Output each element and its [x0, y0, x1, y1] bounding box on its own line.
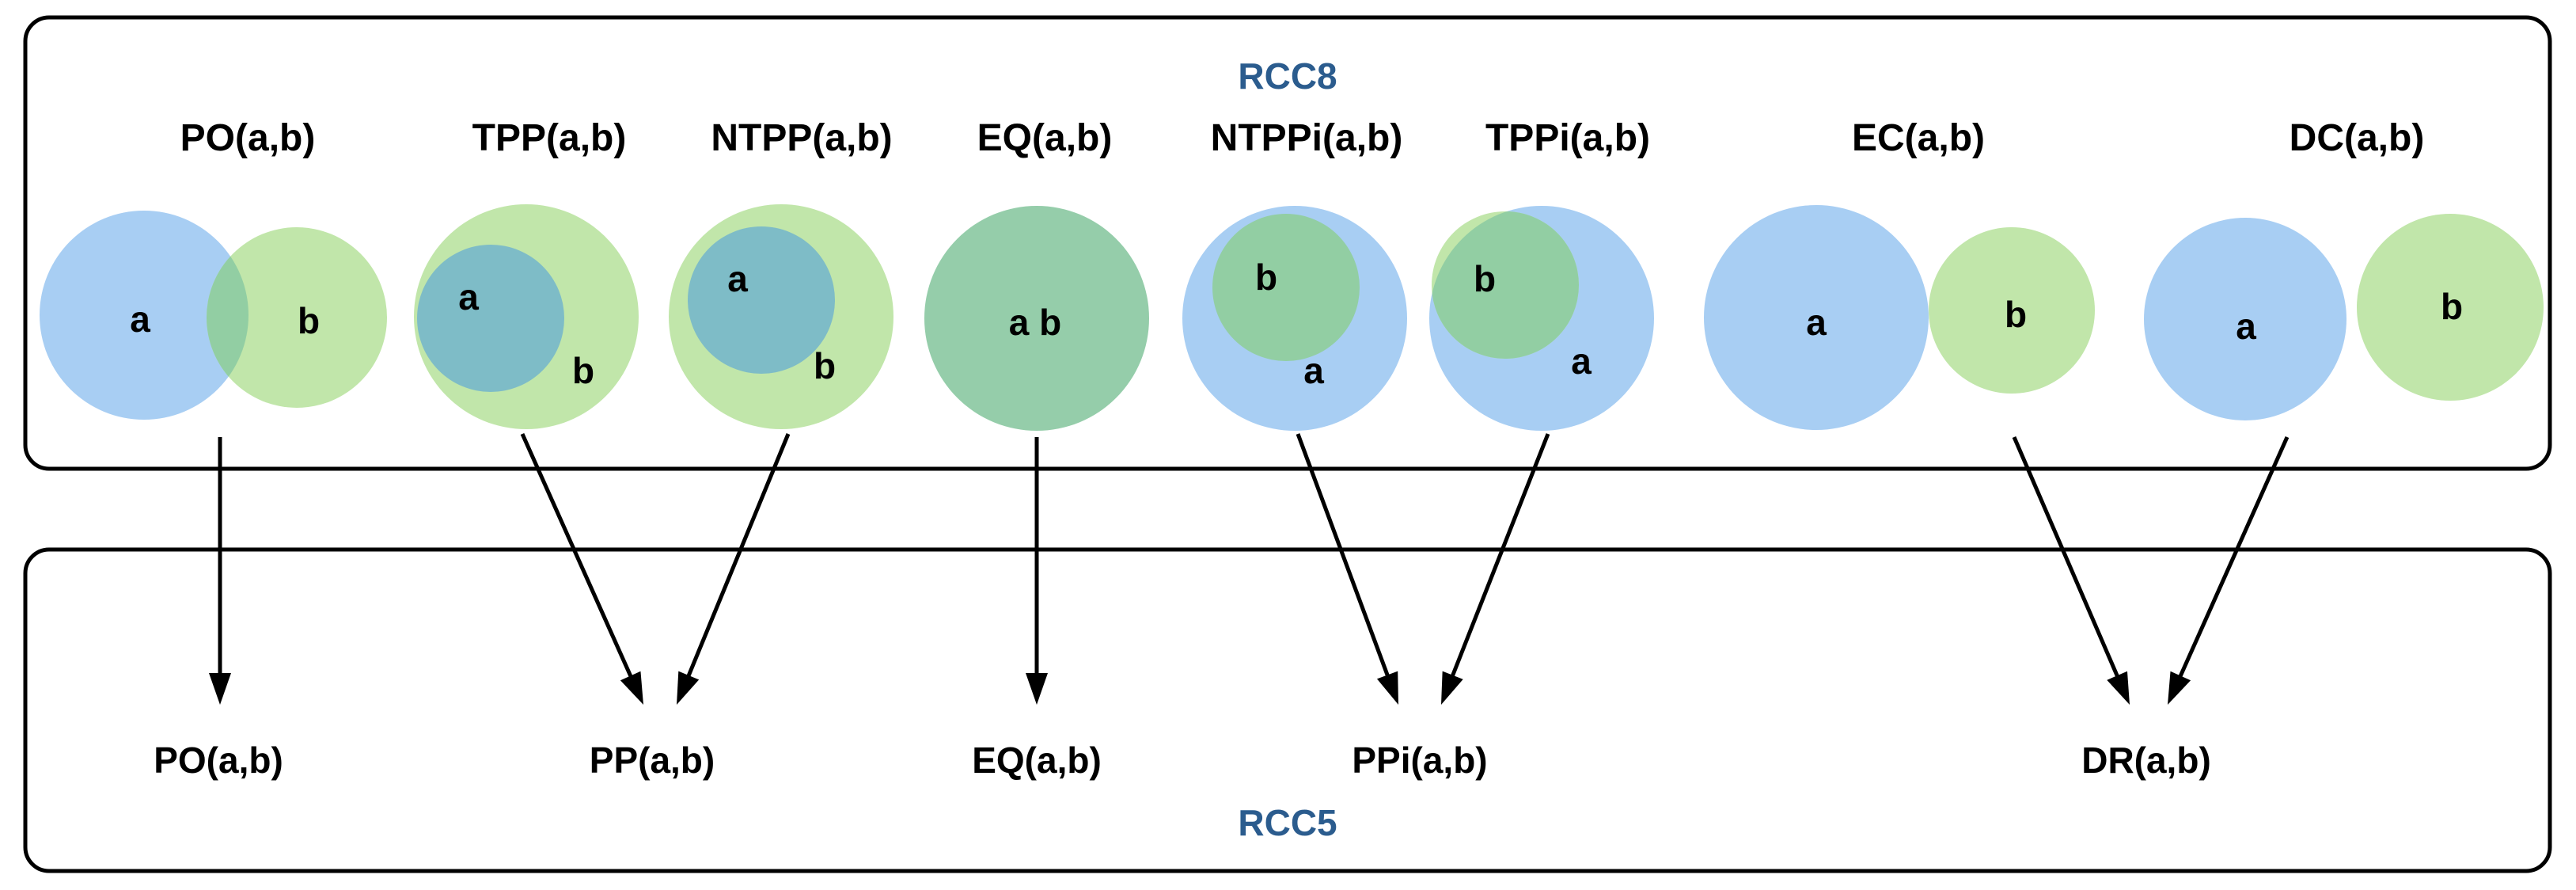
arrow-tppi-to-ppi5: [1441, 433, 1550, 705]
arrowhead-icon: [2168, 671, 2191, 705]
arrow-ec-to-dr5: [2012, 436, 2130, 705]
arrowhead-icon: [209, 673, 231, 705]
rcc8-relations: PO(a,b) a b TPP(a,b) a b NTPP(a,b) a b EQ(a,b) a b…: [40, 117, 2544, 431]
rcc8-relation-ntppi: NTPPi(a,b) b a: [1182, 117, 1407, 431]
arrow-shaft: [520, 432, 635, 683]
rcc8-relation-tppi-label: TPPi(a,b): [1485, 117, 1650, 159]
arrowhead-icon: [1441, 671, 1463, 705]
arrowhead-icon: [677, 671, 700, 705]
rcc8-title: RCC8: [1238, 55, 1337, 97]
rcc8-relation-ec-circle-1: [1929, 227, 2095, 394]
arrow-dc-to-dr5: [2168, 435, 2290, 705]
rcc8-relation-tpp-circle-1: [417, 245, 564, 392]
rcc5-relation-pp5-label: PP(a,b): [590, 740, 715, 781]
rcc8-relation-tpp-label: TPP(a,b): [472, 117, 627, 159]
arrow-shaft: [1448, 433, 1550, 683]
rcc8-relation-ec-label: EC(a,b): [1852, 117, 1985, 159]
arrow-shaft: [684, 433, 791, 683]
rcc8-relation-tppi-region-a: a: [1571, 340, 1592, 382]
rcc8-relation-tpp-region-a: a: [458, 276, 479, 318]
rcc8-relation-po-region-a: a: [130, 299, 150, 340]
rcc8-relation-po-circle-1: [207, 227, 387, 408]
rcc8-relation-tpp-region-b: b: [572, 350, 594, 391]
rcc8-relation-dc: DC(a,b) a b: [2144, 117, 2544, 420]
rcc8-relation-po-label: PO(a,b): [180, 117, 316, 159]
arrow-shaft: [1296, 433, 1392, 682]
rcc8-relation-dc-circle-1: [2357, 214, 2544, 401]
rcc8-relation-tppi: TPPi(a,b) b a: [1429, 117, 1654, 431]
rcc8-relation-dc-label: DC(a,b): [2290, 117, 2425, 159]
arrowhead-icon: [1026, 673, 1048, 705]
arrowhead-icon: [1376, 671, 1398, 705]
rcc5-box: [23, 547, 2552, 873]
rcc8-relation-dc-circle-0: [2144, 218, 2346, 420]
arrow-shaft: [2012, 436, 2122, 683]
rcc8-relation-ec-region-a: a: [1806, 302, 1827, 343]
rcc8-relation-ec-circle-0: [1704, 205, 1929, 430]
rcc8-relation-dc-region-b: b: [2441, 286, 2463, 327]
rcc8-relation-eq-label: EQ(a,b): [977, 117, 1113, 159]
rcc8-box: [23, 15, 2552, 471]
arrowhead-icon: [620, 671, 643, 705]
rcc8-relation-ntpp: NTPP(a,b) a b: [669, 117, 893, 429]
mapping-arrows: [209, 432, 2290, 705]
rcc8-relation-ec-region-b: b: [2005, 294, 2027, 335]
arrow-po-to-po5: [209, 437, 231, 705]
rcc8-relation-po-circle-0: [40, 211, 248, 420]
rcc8-relation-ec: EC(a,b) a b: [1704, 117, 2095, 430]
rcc5-relations: PO(a,b) PP(a,b) EQ(a,b) PPi(a,b) DR(a,b): [154, 740, 2211, 781]
rcc8-relation-po: PO(a,b) a b: [40, 117, 387, 420]
rcc8-relation-ntpp-region-a: a: [727, 258, 748, 299]
rcc8-relation-po-region-b: b: [298, 300, 320, 341]
rcc5-title: RCC5: [1238, 802, 1337, 843]
arrow-tpp-to-pp5: [520, 432, 643, 705]
arrow-shaft: [2176, 435, 2290, 683]
rcc8-relation-dc-region-a: a: [2236, 306, 2256, 347]
rcc5-relation-dr5-label: DR(a,b): [2081, 740, 2211, 781]
arrow-eq-to-eq5: [1026, 437, 1048, 705]
rcc8-relation-tpp: TPP(a,b) a b: [414, 117, 639, 429]
rcc8-relation-ntppi-label: NTPPi(a,b): [1211, 117, 1403, 159]
arrowhead-icon: [2107, 671, 2130, 705]
rcc8-relation-ntpp-circle-1: [688, 226, 835, 374]
rcc8-relation-ntppi-circle-1: [1212, 214, 1360, 361]
rcc5-relation-eq5-label: EQ(a,b): [972, 740, 1102, 781]
rcc8-relation-ntpp-label: NTPP(a,b): [711, 117, 892, 159]
rcc8-relation-eq: EQ(a,b) a b: [924, 117, 1149, 431]
arrow-ntppi-to-ppi5: [1296, 433, 1398, 705]
rcc8-relation-ntpp-region-b: b: [814, 345, 836, 386]
rcc8-relation-tppi-overlap: [1432, 211, 1579, 359]
rcc8-relation-eq-circle-0: [924, 206, 1149, 431]
arrow-ntpp-to-pp5: [677, 433, 791, 705]
rcc8-relation-eq-region-ab: a b: [1009, 302, 1061, 343]
rcc8-relation-ntppi-region-b: b: [1255, 257, 1277, 298]
rcc8-relation-tppi-region-b: b: [1474, 258, 1496, 299]
rcc5-relation-po5-label: PO(a,b): [154, 740, 283, 781]
rcc5-relation-ppi5-label: PPi(a,b): [1352, 740, 1487, 781]
rcc8-relation-ntppi-region-a: a: [1303, 350, 1324, 391]
